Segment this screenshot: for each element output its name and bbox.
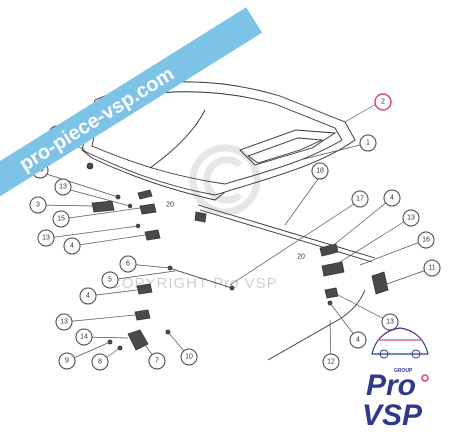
svg-text:17: 17 [356,196,364,203]
callout: 11 [423,259,441,277]
plain-label: 20 [297,254,305,261]
callout: 2 [374,93,392,111]
callout: 4 [349,331,367,349]
callout: 5 [101,271,119,289]
plain-label: 20 [166,202,174,209]
callout: 4 [79,287,97,305]
svg-text:13: 13 [386,319,394,326]
copyright-watermark: COPYRIGHT Pro VSP [110,275,278,292]
svg-text:10: 10 [185,354,193,361]
callout: 13 [381,313,399,331]
svg-text:3: 3 [36,202,40,209]
release-cable [267,289,366,361]
callout: 13 [37,229,55,247]
callout: 17 [351,190,369,208]
callout: 1 [359,134,377,152]
svg-text:4: 4 [70,243,74,250]
svg-text:13: 13 [407,215,415,222]
callout: 16 [417,231,435,249]
car-icon [371,327,429,359]
svg-text:18: 18 [316,168,324,175]
svg-text:VSP: VSP [362,399,423,432]
callout: 12 [322,353,340,371]
hood-prop-rod [107,265,235,351]
watermark-circle-icon [189,144,261,216]
svg-text:4: 4 [86,293,90,300]
svg-text:8: 8 [98,359,102,366]
callout: 13 [55,313,73,331]
callout: 15 [52,210,70,228]
svg-text:14: 14 [80,334,88,341]
svg-text:13: 13 [42,235,50,242]
svg-text:Pro: Pro [366,369,416,402]
callout: 6 [119,255,137,273]
svg-text:13: 13 [60,319,68,326]
svg-text:13: 13 [59,184,67,191]
svg-text:1: 1 [366,140,370,147]
seal-strip [194,204,376,263]
svg-text:4: 4 [390,195,394,202]
callout: 8 [91,353,109,371]
callout: 7 [148,352,166,370]
callout: 4 [63,237,81,255]
svg-text:16: 16 [422,237,430,244]
callout: 18 [311,162,329,180]
callout: 13 [402,209,420,227]
callout: 9 [58,352,76,370]
callout: 4 [383,189,401,207]
svg-text:GROUP: GROUP [394,368,413,374]
svg-text:5: 5 [108,277,112,284]
svg-text:4: 4 [356,337,360,344]
callout: 10 [180,348,198,366]
svg-text:6: 6 [126,261,130,268]
svg-text:12: 12 [327,359,335,366]
svg-text:9: 9 [65,358,69,365]
left-hinge-assembly [86,162,161,241]
svg-text:11: 11 [428,265,435,272]
callout: 13 [54,178,72,196]
svg-text:7: 7 [155,358,159,365]
provsp-logo: GROUP Pro VSP [362,327,429,432]
svg-text:15: 15 [57,216,65,223]
svg-text:2: 2 [381,99,385,106]
right-hinge-assembly [319,243,389,306]
callout: 3 [29,196,47,214]
logo-dot-icon [421,374,429,382]
callout: 14 [75,328,93,346]
svg-text:pro-piece-vsp.com: pro-piece-vsp.com [16,63,178,176]
hood-panel [81,81,356,201]
